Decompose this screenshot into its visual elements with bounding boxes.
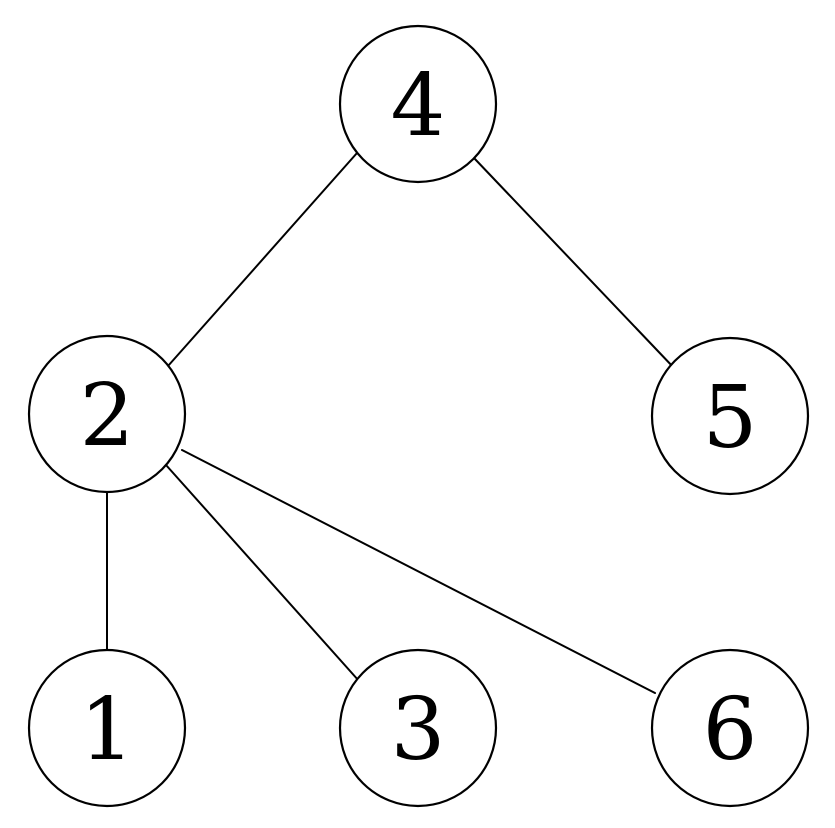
graph-node-label-6: 6 [703,680,758,780]
graph-node-2[interactable]: 2 [27,334,187,494]
graph-node-label-5: 5 [703,368,758,468]
graph-node-label-4: 4 [391,56,446,156]
graph-node-circle-6[interactable] [650,648,810,808]
graph-node-circle-1[interactable] [27,648,187,808]
graph-node-6[interactable]: 6 [650,648,810,808]
nodes-layer: 1 2 3 4 5 6 [27,24,810,808]
graph-edge-2-6 [181,449,656,694]
graph-node-circle-5[interactable] [650,336,810,496]
graph-node-4[interactable]: 4 [338,24,498,184]
graph-edge-4-5 [473,157,676,370]
graph-edge-4-2 [167,152,358,367]
graph-node-5[interactable]: 5 [650,336,810,496]
graph-node-3[interactable]: 3 [338,648,498,808]
graph-node-label-2: 2 [80,366,135,466]
graph-node-circle-3[interactable] [338,648,498,808]
graph-node-label-3: 3 [391,680,446,780]
graph-edge-2-3 [165,464,360,682]
graph-node-circle-4[interactable] [338,24,498,184]
graph-node-1[interactable]: 1 [27,648,187,808]
graph-node-circle-2[interactable] [27,334,187,494]
edges-layer [106,152,676,694]
graph-node-label-1: 1 [80,680,135,780]
